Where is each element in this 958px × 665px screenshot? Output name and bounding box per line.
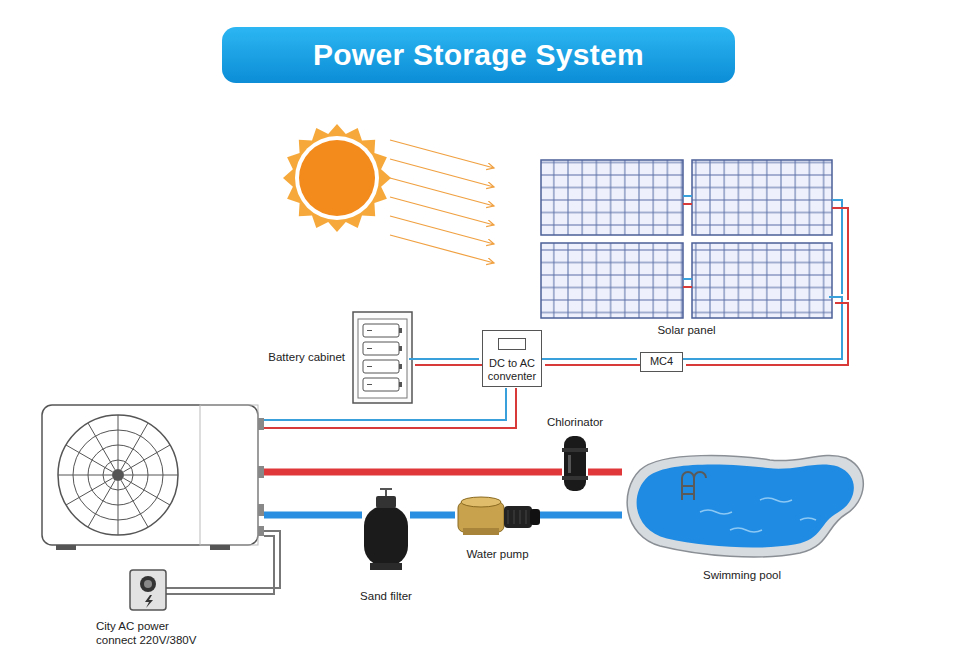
node-label: City AC power connect 220V/380V	[96, 620, 204, 648]
power-socket: City AC power connect 220V/380V	[130, 570, 166, 610]
sand-filter	[364, 489, 408, 570]
node-label: Chlorinator	[547, 416, 603, 430]
power-socket	[130, 570, 166, 610]
water-pump: Water pump	[455, 498, 540, 536]
hot-pipe	[264, 469, 562, 476]
ac-wire	[262, 388, 506, 420]
solar-panel: Solar panel	[541, 160, 832, 318]
connector	[540, 515, 622, 516]
power-cable	[166, 536, 274, 594]
chlorinator: Chlorinator	[562, 434, 588, 492]
swimming-pool: Swimming pool	[622, 452, 862, 557]
connector	[539, 359, 643, 365]
battery-cabinet	[353, 312, 412, 403]
connector	[588, 472, 622, 473]
node-label: Battery cabinet	[268, 351, 345, 365]
display-window	[498, 338, 526, 350]
solar-panels	[541, 160, 848, 318]
title: Power Storage System	[313, 38, 644, 72]
sun	[283, 124, 391, 232]
wire	[410, 512, 455, 519]
power-cable	[166, 531, 280, 588]
sand-filter: Sand filter	[362, 490, 410, 570]
wire	[540, 512, 622, 519]
node-label: Solar panel	[657, 324, 715, 338]
title-banner: Power Storage System	[222, 27, 735, 83]
wire	[415, 364, 485, 366]
node-label: MC4	[644, 355, 679, 368]
wire	[539, 358, 637, 360]
node-label: Sand filter	[360, 590, 412, 604]
heat-pump	[42, 405, 264, 550]
node-label: Water pump	[466, 548, 528, 562]
sun-rays	[390, 140, 494, 263]
connector	[410, 515, 455, 516]
connector	[409, 359, 485, 365]
node-label: Swimming pool	[703, 569, 781, 583]
converter-box: DC to AC conventer	[482, 330, 542, 387]
ac-wire	[262, 388, 516, 428]
water-pump	[458, 497, 540, 535]
cold-pipe	[264, 512, 362, 519]
wire	[409, 358, 479, 360]
battery-cabinet: Battery cabinet	[353, 312, 412, 403]
wire	[545, 364, 643, 366]
swimming-pool	[627, 455, 863, 556]
wire	[588, 469, 622, 476]
connector-box: MC4	[640, 352, 683, 372]
node-label: DC to AC conventer	[486, 357, 538, 382]
chlorinator	[562, 436, 588, 491]
